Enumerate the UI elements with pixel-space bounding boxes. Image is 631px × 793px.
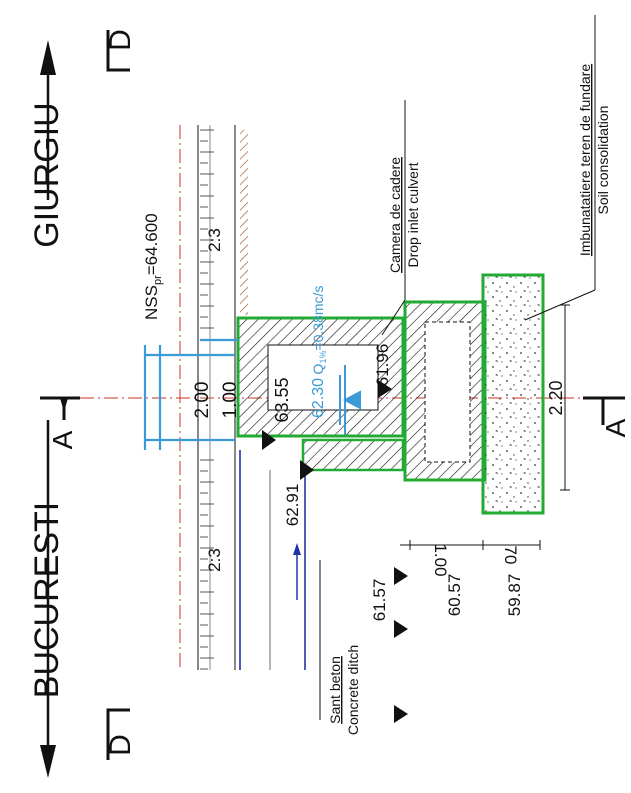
dim-70: 70	[501, 546, 520, 565]
direction-giurgiu-label: GIURGIU	[28, 102, 66, 247]
level-61-96: 61.96	[373, 344, 392, 387]
section-mark-a-right: A	[583, 396, 631, 437]
water-symbol	[339, 365, 361, 435]
dim-2-20: 2.20	[546, 380, 566, 415]
slope-label-left: 2:3	[205, 548, 224, 572]
level-markers	[262, 380, 408, 723]
consolidation-label-en: Soil consolidation	[595, 106, 611, 215]
level-62-30: 62.30	[310, 378, 327, 418]
section-mark-d-bottom: D	[104, 708, 137, 760]
ditch-label-en: Concrete ditch	[345, 645, 361, 735]
level-62-91: 62.91	[283, 484, 302, 527]
direction-bucuresti-label: BUCURESTI	[28, 502, 66, 698]
dim-1-00-bottom: 1.00	[431, 543, 450, 576]
level-59-87: 59.87	[505, 574, 524, 617]
soil-strip	[240, 130, 248, 315]
flow-rate-label: Q1%=0.38mc/s	[310, 286, 328, 375]
dimension-lines	[400, 304, 570, 550]
ditch-outlet	[301, 438, 405, 472]
level-60-57: 60.57	[445, 574, 464, 617]
consolidation-label-ro: Imbunatatiere teren de fundare	[577, 64, 593, 256]
culvert-pipe	[236, 316, 405, 438]
camera-label-en: Drop inlet culvert	[405, 162, 421, 267]
level-61-57: 61.57	[370, 579, 389, 622]
leader-lines	[319, 15, 596, 720]
drop-chamber	[403, 300, 487, 482]
flow-arrow	[293, 543, 301, 600]
svg-text:A: A	[47, 430, 78, 449]
dim-2-00: 2.00	[192, 382, 213, 419]
dim-1-00: 1.00	[220, 382, 241, 419]
slope-ticks	[200, 129, 214, 670]
slope-label-right: 2:3	[205, 228, 224, 252]
direction-bucuresti: BUCURESTI	[28, 420, 66, 778]
section-mark-d-top: D	[104, 29, 137, 72]
camera-label-ro: Camera de cadere	[387, 157, 403, 273]
direction-giurgiu: GIURGIU	[28, 40, 66, 248]
svg-text:D: D	[104, 29, 137, 51]
svg-text:A: A	[600, 418, 631, 437]
soil-consolidation	[481, 273, 545, 515]
level-63-55: 63.55	[272, 377, 292, 422]
section-mark-a-left: A	[40, 396, 80, 449]
road-edges	[197, 125, 236, 670]
concrete-ditch-lines	[239, 450, 306, 670]
nss-label: NSSpr=64.600	[142, 213, 164, 320]
svg-text:D: D	[104, 734, 137, 756]
headwall-pipe	[143, 338, 238, 450]
ditch-label-ro: Sant beton	[327, 656, 343, 724]
